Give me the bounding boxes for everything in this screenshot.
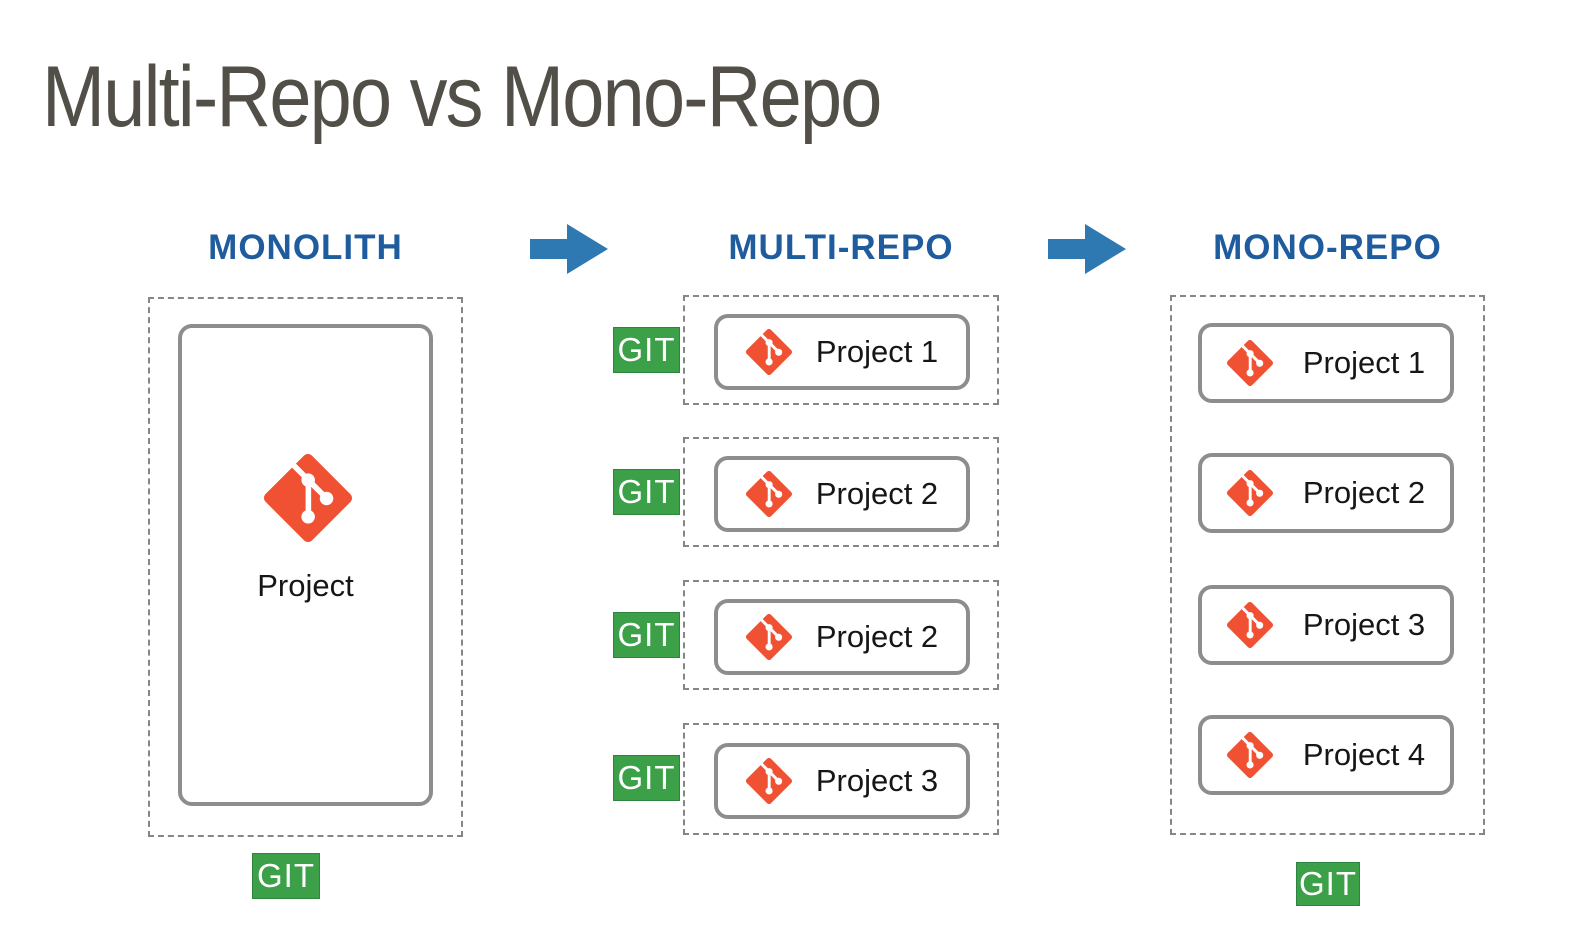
arrow-right-icon <box>530 224 608 274</box>
project-box: Project 1 <box>1198 323 1454 403</box>
repo-dashed-container: Project 1 <box>683 295 999 405</box>
project-label: Project 2 <box>815 476 939 511</box>
project-label: Project 1 <box>815 334 939 369</box>
git-badge: GIT <box>252 853 320 899</box>
project-box: Project 4 <box>1198 715 1454 795</box>
project-box: Project 2 <box>714 599 970 675</box>
project-label: Project 2 <box>1302 475 1426 510</box>
project-box: Project 1 <box>714 314 970 390</box>
git-badge: GIT <box>613 755 680 801</box>
project-label: Project 3 <box>815 763 939 798</box>
git-logo-icon <box>1226 732 1273 778</box>
project-box: Project 3 <box>714 743 970 819</box>
git-logo-icon <box>745 471 792 517</box>
arrow-right-icon <box>1048 224 1126 274</box>
git-badge: GIT <box>1296 862 1360 906</box>
project-label: Project 3 <box>1302 607 1426 642</box>
monolith-project-label: Project <box>257 568 354 603</box>
monolith-project-box: Project <box>178 324 433 806</box>
git-logo-icon <box>1226 340 1273 386</box>
project-box: Project 2 <box>1198 453 1454 533</box>
project-label: Project 2 <box>815 619 939 654</box>
page-title: Multi-Repo vs Mono-Repo <box>42 49 882 145</box>
git-badge: GIT <box>613 612 680 658</box>
repo-dashed-container: Project 2 <box>683 580 999 690</box>
git-logo-icon <box>745 329 792 375</box>
git-logo-icon <box>264 454 352 542</box>
project-box: Project 3 <box>1198 585 1454 665</box>
git-logo-icon <box>745 614 792 660</box>
git-logo-icon <box>745 758 792 804</box>
project-label: Project 4 <box>1302 737 1426 772</box>
git-logo-icon <box>1226 602 1273 648</box>
column-header-monolith: MONOLITH <box>208 228 403 267</box>
column-header-multi-repo: MULTI-REPO <box>728 228 954 267</box>
git-badge: GIT <box>613 327 680 373</box>
column-header-mono-repo: MONO-REPO <box>1213 228 1442 267</box>
project-label: Project 1 <box>1302 345 1426 380</box>
git-badge: GIT <box>613 469 680 515</box>
mono-repo-dashed-container: Project 1 Project 2 Project 3 <box>1170 295 1485 835</box>
git-logo-icon <box>1226 470 1273 516</box>
project-box: Project 2 <box>714 456 970 532</box>
repo-dashed-container: Project 2 <box>683 437 999 547</box>
repo-dashed-container: Project 3 <box>683 723 999 835</box>
monolith-dashed-container: Project <box>148 297 463 837</box>
